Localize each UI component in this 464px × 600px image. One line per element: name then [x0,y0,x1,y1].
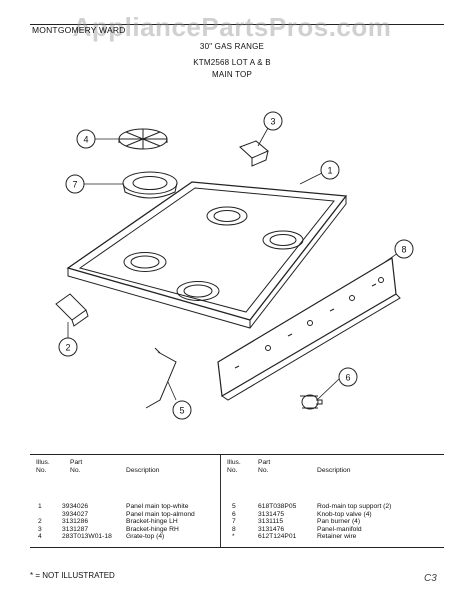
col-header-illus: Illus. [36,459,50,466]
handwritten-initials: C3 [424,573,437,584]
col-header-part-no: No. [70,467,81,474]
callout-2: 2 [58,337,78,357]
page-frame [30,24,444,573]
grate-top [118,128,168,150]
col-header-illus-right: Illus. [227,459,241,466]
callout-8: 8 [394,239,414,259]
valve-knob [300,394,323,410]
bracket-hinge-lh [55,293,89,327]
col-header-part: Part [70,459,83,466]
col-header-description: Description [126,467,160,474]
svg-text:4: 4 [83,135,88,145]
exploded-view-diagram: 4 7 3 1 8 2 5 6 [55,111,414,420]
col-header-part-right: Part [258,459,271,466]
leader-lines [67,127,399,401]
brand-header: MONTGOMERY WARD [32,25,126,35]
callout-7: 7 [65,174,85,194]
section-title: MAIN TOP [212,70,252,79]
callout-4: 4 [76,129,96,149]
callout-3: 3 [263,111,283,131]
svg-text:5: 5 [179,406,184,416]
svg-text:7: 7 [72,180,77,190]
bracket-hinge-rh [239,140,269,167]
table-divider [220,455,221,547]
svg-text:1: 1 [327,166,332,176]
support-rod [145,347,177,409]
svg-text:6: 6 [345,373,350,383]
parts-table: Illus. No. Part No. Description Illus. N… [30,454,444,548]
svg-text:8: 8 [401,245,406,255]
callout-6: 6 [338,367,358,387]
model-title: KTM2568 LOT A & B [193,58,271,67]
product-title: 30" GAS RANGE [199,42,265,51]
col-header-illus-no-right: No. [227,467,238,474]
not-illustrated-note: * = NOT ILLUSTRATED [30,571,115,580]
col-header-part-no-right: No. [258,467,269,474]
col-header-description-right: Description [317,467,351,474]
callout-5: 5 [172,400,192,420]
svg-text:2: 2 [65,343,70,353]
main-top-panel [66,181,348,329]
svg-text:3: 3 [270,117,275,127]
col-header-illus-no: No. [36,467,47,474]
callout-1: 1 [320,160,340,180]
manifold-panel [217,257,401,401]
burner-pan [122,171,178,199]
